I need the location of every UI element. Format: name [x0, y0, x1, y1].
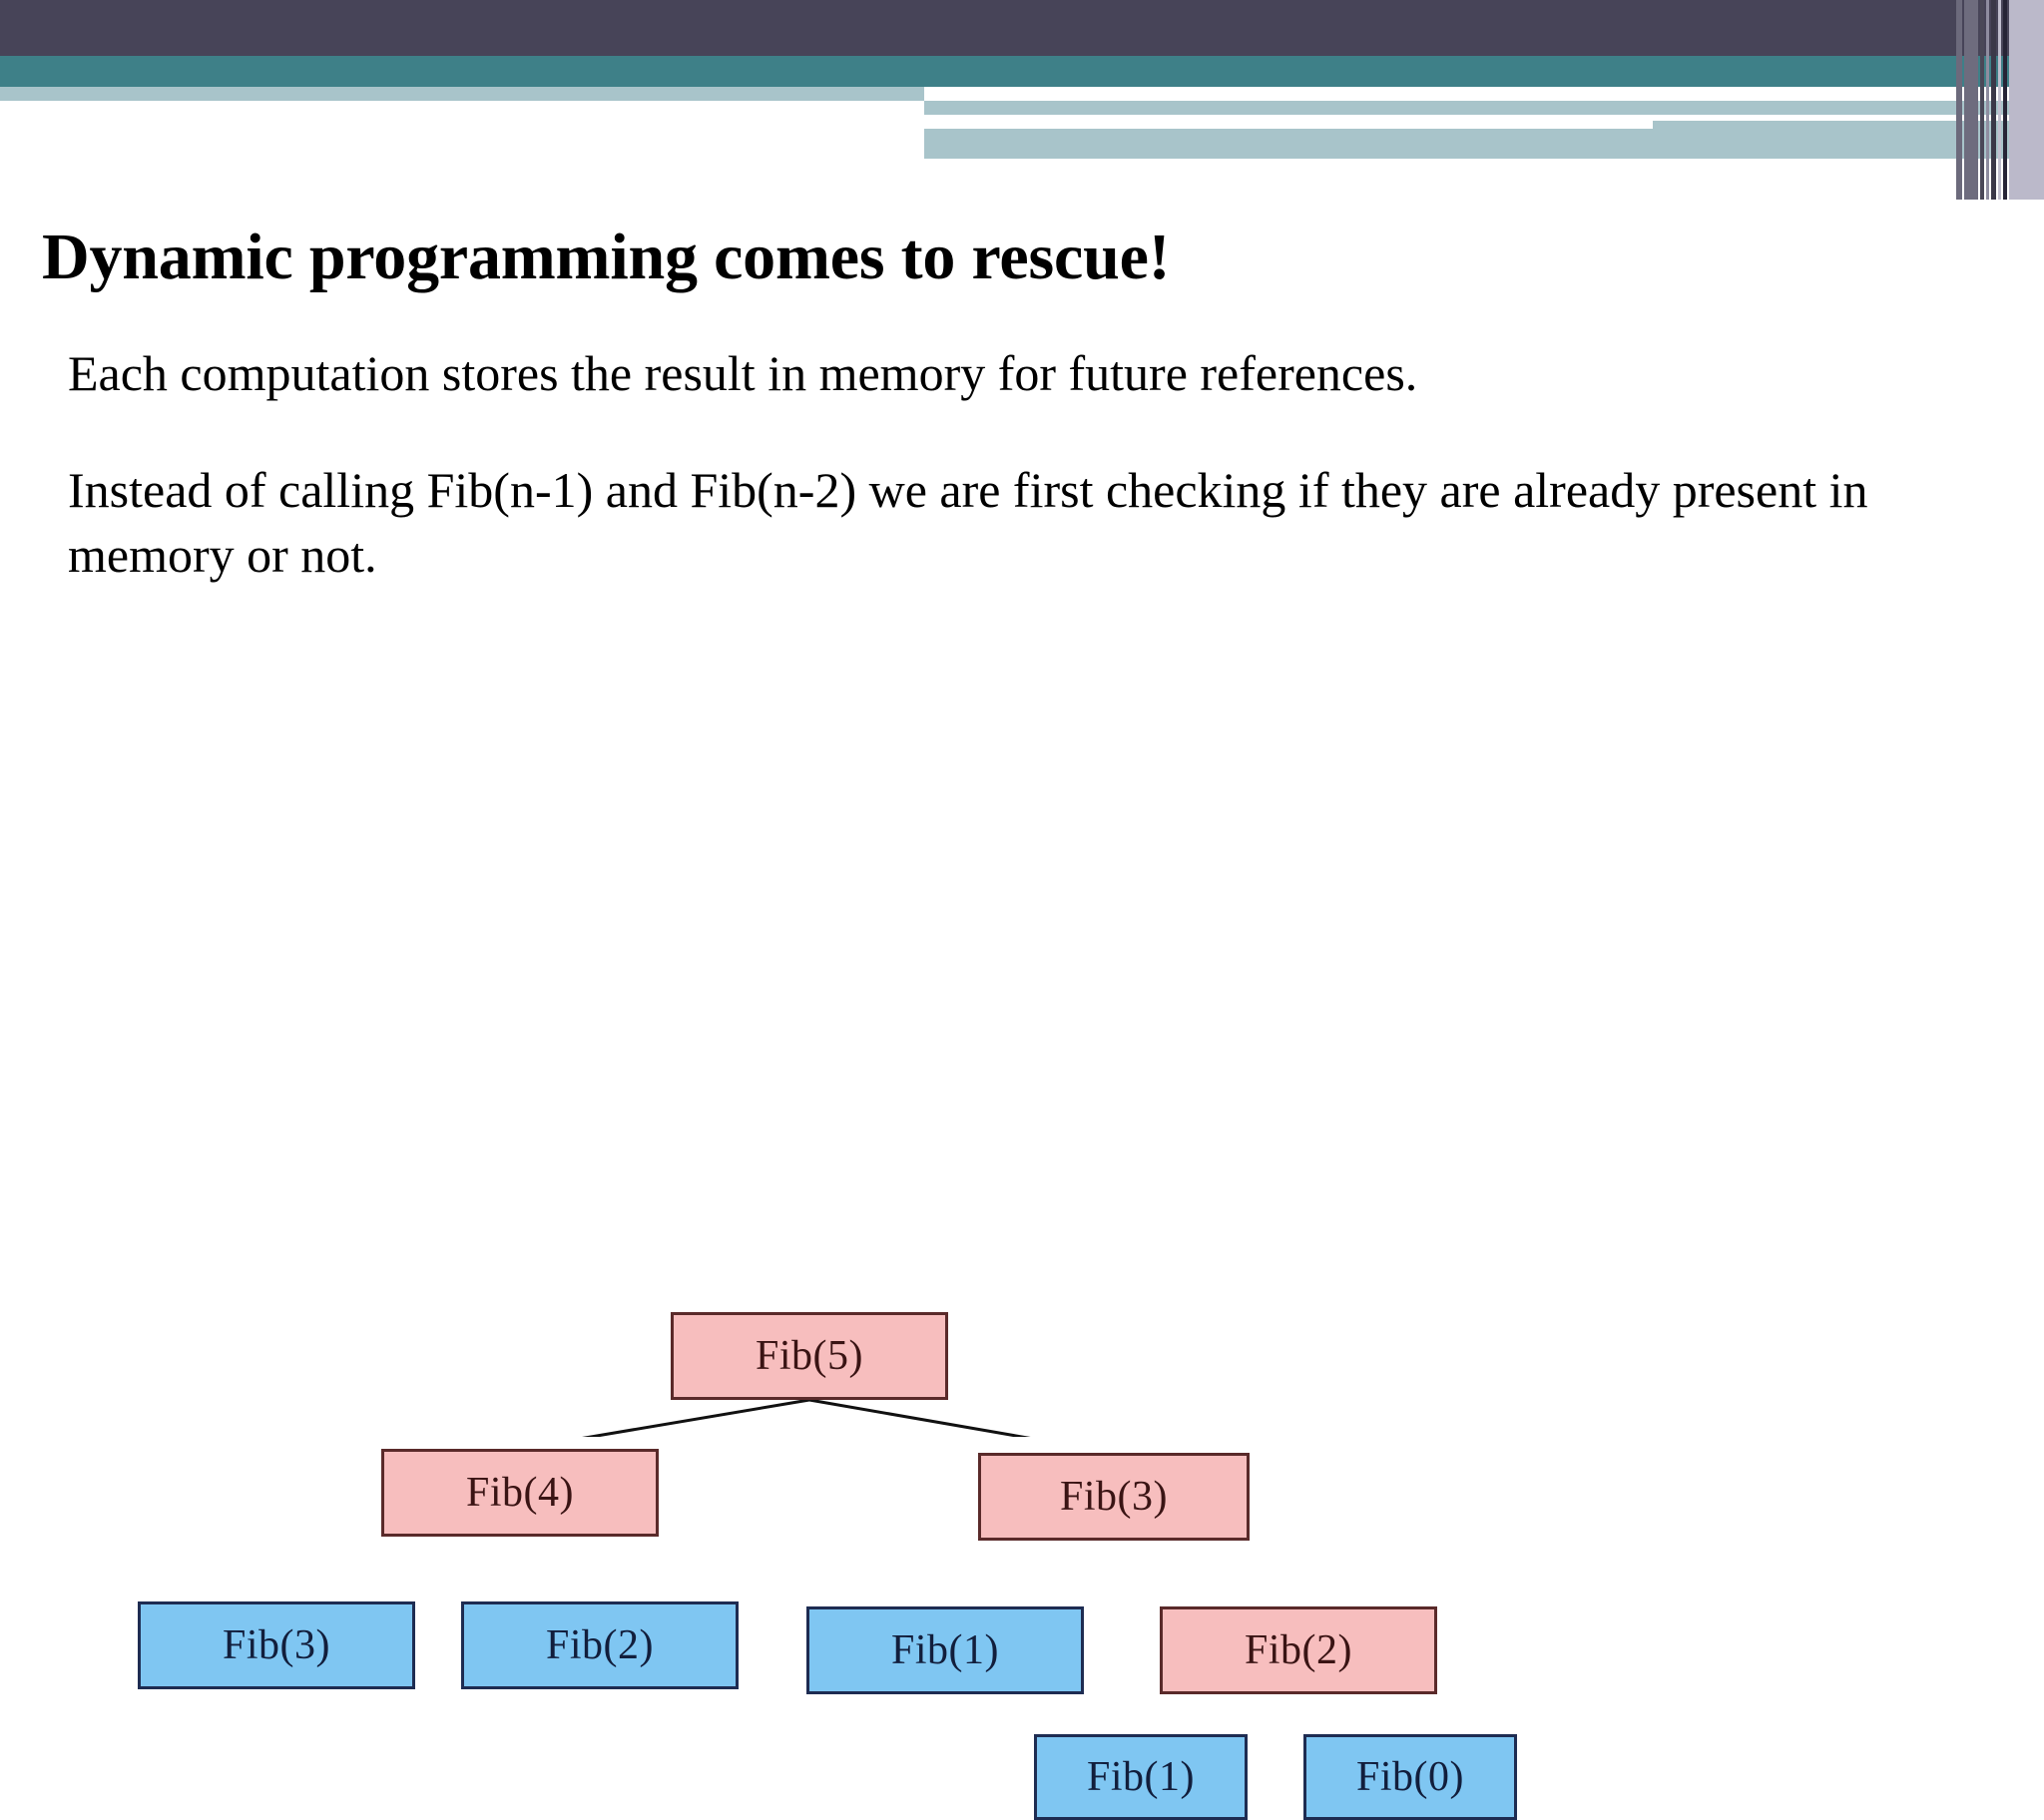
tree-node-n6: Fib(2) [1160, 1606, 1437, 1694]
header-ribbon-1 [924, 101, 2044, 115]
body-paragraph-1: Each computation stores the result in me… [68, 345, 1418, 401]
page-title: Dynamic programming comes to rescue! [42, 221, 1171, 294]
header-vertical-stripes [1956, 0, 2044, 200]
header-stripe-1 [1964, 0, 1978, 200]
header-ribbon-gap-1 [924, 115, 2044, 121]
slide-header-decoration [0, 0, 2044, 200]
header-dark-bar [0, 0, 2044, 56]
tree-node-n0: Fib(5) [671, 1312, 948, 1400]
tree-node-n5: Fib(1) [806, 1606, 1084, 1694]
header-teal-bar [0, 56, 2044, 87]
tree-node-n8: Fib(0) [1303, 1734, 1517, 1820]
header-ribbon-gap-3 [924, 159, 1677, 169]
header-stripe-0 [1956, 0, 1962, 200]
fibonacci-recursion-tree: Fib(5)Fib(4) Fib(3) Fib(3) Fib(2) Fib(1) Fib(… [60, 738, 1996, 1820]
tree-node-n1: Fib(4) [381, 1449, 659, 1537]
header-stripe-7 [2009, 0, 2044, 200]
header-stripe-2 [1980, 0, 1984, 200]
tree-edges [582, 1398, 1031, 1437]
header-stripe-6 [2003, 0, 2007, 200]
body-paragraph-2: Instead of calling Fib(n-1) and Fib(n-2)… [68, 462, 1868, 583]
tree-node-n4: Fib(2) [461, 1601, 739, 1689]
header-pale-bar-left [0, 87, 924, 101]
tree-node-n2: Fib(3) [978, 1453, 1250, 1541]
header-stripe-3 [1986, 0, 1989, 200]
header-ribbon-gap-2 [924, 121, 1653, 129]
tree-edge-0 [582, 1398, 810, 1437]
header-stripe-5 [1998, 0, 2001, 200]
tree-node-n7: Fib(1) [1034, 1734, 1248, 1820]
slide-body-text: Each computation stores the result in me… [68, 341, 1974, 588]
tree-node-n3: Fib(3) [138, 1601, 415, 1689]
tree-edge-1 [808, 1398, 1031, 1437]
header-stripe-4 [1991, 0, 1996, 200]
